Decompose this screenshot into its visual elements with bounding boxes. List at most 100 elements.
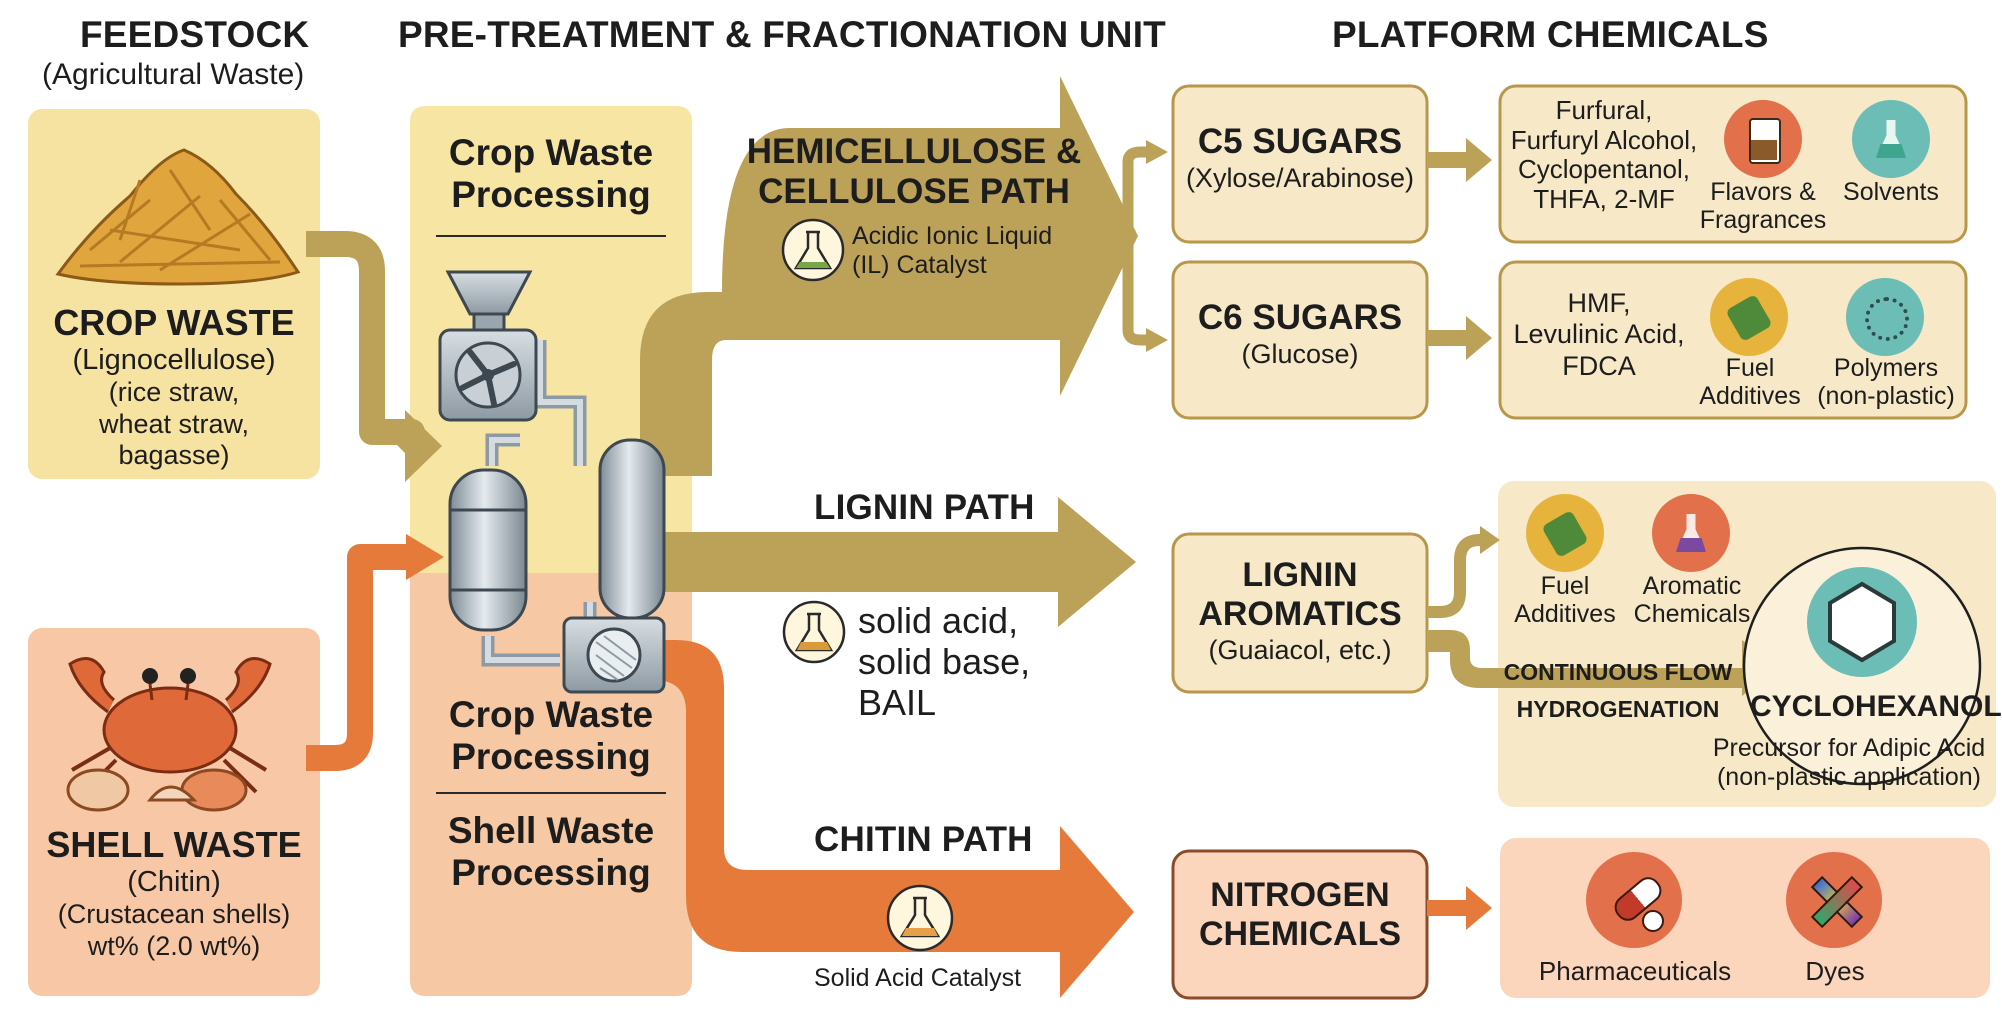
lignin-app-aromatic-line2: Chemicals [1633,600,1751,628]
hemicellulose-arrow [640,76,1138,476]
c5-sugars-title: C5 SUGARS [1197,122,1403,161]
hydrogenation-line2: HYDROGENATION [1516,695,1720,722]
hay-pile-icon [55,148,301,286]
crop-waste-detail-2: wheat straw, [98,408,250,439]
lignin-apps-arrow [1427,534,1486,618]
unit-top-title-line1: Crop Waste [448,132,654,173]
unit-bottom-title-line2: Processing [451,852,651,894]
c5-app-flavors: Flavors & Fragrances [1693,178,1833,234]
c5-app-solvents: Solvents [1843,178,1939,206]
nitrogen-title-2: CHEMICALS [1198,915,1402,954]
chitin-path-title: CHITIN PATH [814,820,1033,859]
lignin-app-fuel: Fuel Additives [1506,572,1624,628]
nitrogen-app-pharma: Pharmaceuticals [1538,956,1732,986]
nitrogen-chemicals-label: NITROGEN CHEMICALS [1173,876,1427,955]
lignin-arrow [664,497,1136,627]
shell-waste-title: SHELL WASTE [46,824,302,865]
c5-app-flavors-line2: Fragrances [1699,206,1827,234]
crop-waste-sub: (Lignocellulose) [72,343,276,376]
il-catalyst-label: Acidic Ionic Liquid (IL) Catalyst [852,222,1082,280]
c5-product-2: Furfuryl Alcohol, [1510,124,1698,155]
hexagon-icon [1828,581,1896,663]
flask-icon [1852,100,1930,178]
unit-mid-title: Crop Waste Processing [410,694,692,778]
unit-top-title: Crop Waste Processing [410,132,692,216]
lignin-catalyst-flask-icon [782,600,846,664]
lignin-catalyst-label: solid acid, solid base, BAIL [858,600,1058,723]
pencil-brush-icon [1786,852,1882,948]
flavor-jar-icon [1724,100,1802,178]
processing-machinery [438,270,666,694]
c6-arrowhead [1146,328,1168,352]
flask-icon [1652,494,1730,572]
hydrogenation-line1: CONTINUOUS FLOW [1503,659,1733,685]
unit-bottom-title-line1: Shell Waste [447,810,655,851]
lignin-app-aromatic-line1: Aromatic [1642,572,1742,600]
lignin-aromatics-title-1: LIGNIN [1242,556,1358,594]
il-catalyst-line2: (IL) Catalyst [852,251,987,279]
lignin-aromatics-label: LIGNIN AROMATICS (Guaiacol, etc.) [1173,556,1427,666]
c6-sugars-label: C6 SUGARS (Glucose) [1173,298,1427,370]
crop-waste-detail-3: bagasse) [118,440,230,470]
lignin-apps-arrowhead [1480,526,1500,554]
hemicellulose-title-line2: CELLULOSE PATH [758,171,1070,211]
cyclohexanol-sub-line2: (non-plastic application) [1716,762,1982,791]
shell-waste-sub: (Chitin) [127,865,221,898]
c6-app-fuel: Fuel Additives [1690,354,1810,410]
lignin-app-fuel-line2: Additives [1514,600,1616,628]
c6-product-1: HMF, [1567,288,1631,318]
nitrogen-title-1: NITROGEN [1210,876,1390,914]
chitin-arrow [650,640,1134,998]
il-catalyst-flask-icon [781,218,845,282]
lignin-app-aromatic: Aromatic Chemicals [1624,572,1760,628]
feedstock-header: FEEDSTOCK [80,14,310,55]
c6-products-list: HMF, Levulinic Acid, FDCA [1504,288,1694,382]
c6-products-arrow [1427,316,1492,360]
nitrogen-chemicals-box [1171,849,1429,1000]
fuel-nozzle-icon [1710,278,1788,356]
c5-products-arrow [1427,138,1492,182]
shell-waste-panel [28,628,320,996]
il-catalyst-line1: Acidic Ionic Liquid [852,222,1053,250]
lignin-catalyst-line1: solid acid, [858,600,1019,641]
c5-products-list: Furfural, Furfuryl Alcohol, Cyclopentano… [1500,95,1708,215]
crab-shells-icon [66,657,272,812]
hemicellulose-path-title: HEMICELLULOSE & CELLULOSE PATH [740,132,1088,212]
crop-feed-arrowhead [405,410,442,482]
hydrogenation-label: CONTINUOUS FLOW HYDROGENATION [1490,654,1746,728]
cyclohexanol-title: CYCLOHEXANOL [1750,690,2002,723]
crop-waste-label: CROP WASTE (Lignocellulose) (rice straw,… [28,302,320,471]
c5-app-flavors-line1: Flavors & [1710,178,1816,206]
c6-app-polymers-line2: (non-plastic) [1817,382,1955,410]
lignin-catalyst-line2: solid base, [858,641,1031,683]
c5-sugars-label: C5 SUGARS (Xylose/Arabinose) [1173,122,1427,194]
nitrogen-app-dyes: Dyes [1805,956,1865,986]
crop-waste-detail-1: (rice straw, [108,377,240,408]
shell-waste-detail-1: (Crustacean shells) [57,899,291,930]
shell-feed-arrow [306,544,412,771]
c6-product-3: FDCA [1562,350,1636,381]
crop-feed-arrow [306,231,425,456]
hydrogenation-arrow [1427,630,1778,696]
c5-product-3: Cyclopentanol, [1518,154,1690,185]
feedstock-subheader: (Agricultural Waste) [42,58,305,91]
cyclohexanol-sub-line1: Precursor for Adipic Acid [1712,734,1986,762]
c6-app-fuel-line2: Additives [1699,382,1801,410]
c6-sugars-title: C6 SUGARS [1197,298,1403,337]
unit-bottom-title: Shell Waste Processing [410,810,692,894]
nitrogen-products-arrow [1427,886,1492,930]
fuel-nozzle-icon [1526,494,1604,572]
unit-top-title-line2: Processing [451,174,651,216]
c5-product-4: THFA, 2-MF [1533,183,1675,214]
crop-waste-title: CROP WASTE [53,302,295,343]
hemicellulose-title-line1: HEMICELLULOSE & [746,132,1082,171]
crop-waste-panel [28,109,320,479]
chitin-catalyst-flask-icon [886,884,954,952]
c6-product-2: Levulinic Acid, [1513,319,1685,350]
c6-app-fuel-line1: Fuel [1725,354,1775,382]
c6-app-polymers: Polymers (non-plastic) [1808,354,1964,410]
shell-feed-arrowhead [406,534,444,580]
lignin-aromatics-title-2: AROMATICS [1198,595,1402,634]
c6-sugars-sub: (Glucose) [1241,338,1359,369]
